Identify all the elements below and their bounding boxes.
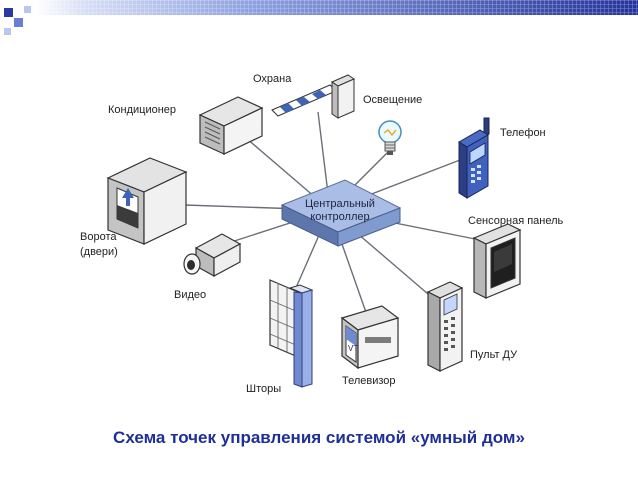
label-security: Охрана <box>253 73 292 85</box>
label-video: Видео <box>174 289 206 301</box>
label-gate-line2: (двери) <box>80 246 118 258</box>
touch-panel-icon <box>472 223 522 299</box>
remote-control-icon <box>426 281 464 372</box>
hub-label-line1: Центральный <box>305 198 375 210</box>
label-tv: Телевизор <box>342 375 396 387</box>
label-remote: Пульт ДУ <box>470 349 518 361</box>
tv-icon: VT <box>340 305 400 370</box>
central-controller: Центральный контроллер <box>280 179 402 247</box>
label-blinds: Шторы <box>246 383 281 395</box>
gate-icon <box>106 157 188 245</box>
label-gate-line1: Ворота <box>80 231 117 243</box>
header-decoration <box>4 0 638 35</box>
caption: Схема точек управления системой «умный д… <box>113 428 525 447</box>
mobile-phone-icon <box>458 117 490 199</box>
light-bulb-icon <box>378 120 402 155</box>
blinds-icon <box>269 279 314 388</box>
label-ac: Кондиционер <box>108 104 176 116</box>
label-lighting: Освещение <box>363 94 422 106</box>
hub-label-line2: контроллер <box>310 211 369 223</box>
tv-screen-text: VT <box>348 344 358 353</box>
air-conditioner-icon <box>198 96 264 155</box>
security-barrier-icon <box>271 74 356 119</box>
video-camera-icon <box>183 233 242 278</box>
label-phone: Телефон <box>500 127 546 139</box>
label-touch-panel: Сенсорная панель <box>468 215 564 227</box>
